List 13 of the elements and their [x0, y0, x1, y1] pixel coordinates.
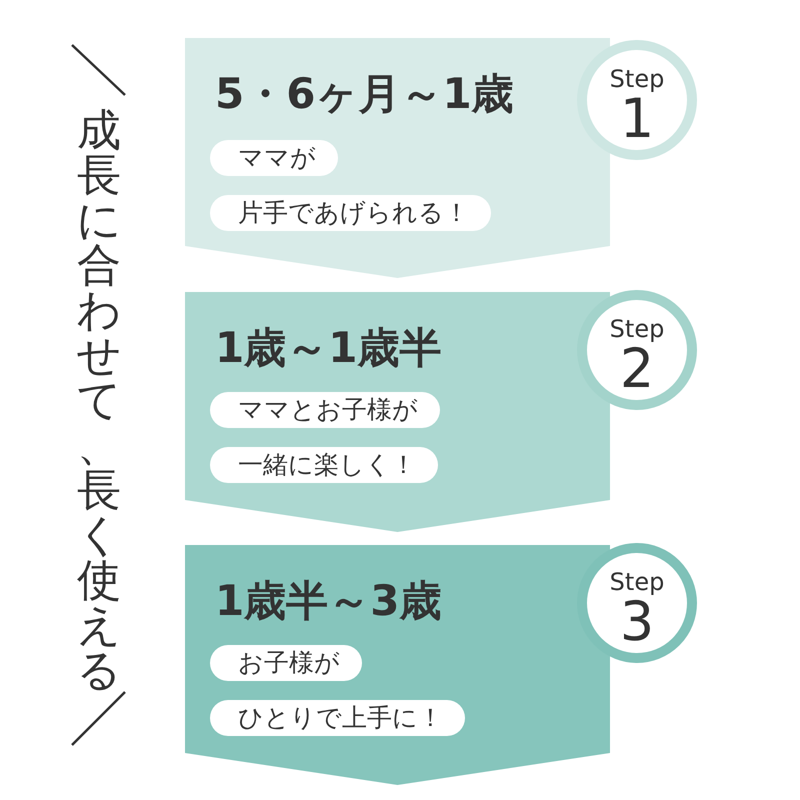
text-pill: 片手であげられる！	[210, 195, 491, 231]
text-pill: ママとお子様が	[210, 392, 440, 428]
heading: 5・6ヶ月～1歳	[215, 68, 514, 120]
heading: 1歳～1歳半	[215, 322, 442, 374]
text-pill: 一緒に楽しく！	[210, 447, 438, 483]
text-pill: ママが	[210, 140, 338, 176]
text-pill: ひとりで上手に！	[210, 700, 465, 736]
heading: 1歳半～3歳	[215, 575, 442, 627]
vertical-caption: 成長に合わせて、長く使える	[76, 108, 122, 693]
step-label: Step	[608, 569, 666, 595]
text-pill: お子様が	[210, 645, 362, 681]
step-label: Step	[608, 316, 666, 342]
step-label: Step	[608, 66, 666, 92]
